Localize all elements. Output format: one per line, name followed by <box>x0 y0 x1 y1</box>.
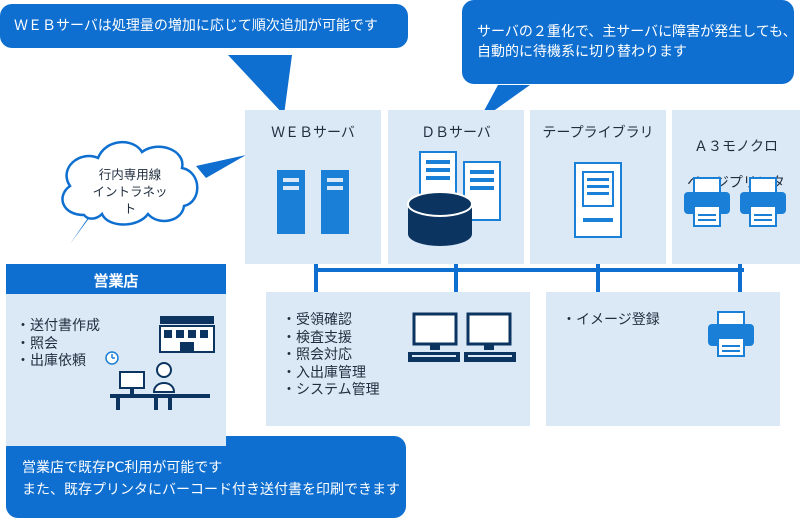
workstation-task-list: ・受領確認 ・検査支援 ・照会対応 ・入出庫管理 ・システム管理 <box>282 312 380 400</box>
workstation-pc-icon <box>408 312 516 362</box>
workstation-task-item: ・システム管理 <box>282 382 380 398</box>
db-callout-line1: サーバの２重化で、主サーバに障害が発生しても、 <box>477 24 797 40</box>
workstation-task-item: ・検査支援 <box>282 329 352 346</box>
cloud-line1: 行内専用線 <box>98 167 162 182</box>
cloud-pointer-right <box>196 155 246 178</box>
store-callout: 営業店で既存PC利用が可能です また、既存プリンタにバーコード付き送付書を印刷で… <box>6 436 406 518</box>
web-callout-tail <box>228 55 292 115</box>
intranet-cloud <box>61 140 199 226</box>
web-server-icon <box>277 170 349 234</box>
store-callout-line1: 営業店で既存PC利用が可能です <box>22 460 223 476</box>
db-server-label: ＤＢサーバ <box>421 125 491 141</box>
tape-library-panel: テープライブラリ <box>530 110 666 264</box>
branch-task-item: ・送付書作成 <box>16 318 100 334</box>
db-callout-line2: 自動的に待機系に切り替わります <box>477 44 687 60</box>
branch-task-item: ・出庫依頼 <box>16 353 86 369</box>
db-callout: サーバの２重化で、主サーバに障害が発生しても、 自動的に待機系に切り替わります <box>462 0 797 84</box>
web-callout-text: ＷＥＢサーバは処理量の増加に応じて順次追加が可能です <box>14 18 378 34</box>
store-callout-line2: また、既存プリンタにバーコード付き送付書を印刷できます <box>22 482 400 498</box>
tape-library-icon <box>574 162 622 238</box>
web-server-panel: ＷＥＢサーバ <box>245 110 381 264</box>
branch-office-icon <box>105 316 215 410</box>
web-callout: ＷＥＢサーバは処理量の増加に応じて順次追加が可能です <box>0 4 408 48</box>
db-server-icon <box>407 151 501 246</box>
cloud-line2: イントラネット <box>92 184 168 216</box>
image-registration-panel: ・イメージ登録 <box>546 292 780 426</box>
branch-title-bar: 営業店 <box>6 264 226 294</box>
workstation-task-item: ・照会対応 <box>282 347 352 363</box>
printer-panel: Ａ３モノクロ ページプリンタ <box>672 110 800 264</box>
printer-label-line1: Ａ３モノクロ <box>694 139 778 155</box>
workstation-panel: ・受領確認 ・検査支援 ・照会対応 ・入出庫管理 ・システム管理 <box>266 292 530 426</box>
db-server-panel: ＤＢサーバ <box>388 110 524 264</box>
web-server-label: ＷＥＢサーバ <box>271 125 355 141</box>
page-printer-icon <box>684 177 786 227</box>
workstation-task-item: ・受領確認 <box>282 312 352 328</box>
workstation-task-item: ・入出庫管理 <box>282 364 366 381</box>
branch-panel: ・送付書作成 ・照会 ・出庫依頼 <box>6 294 226 446</box>
tape-library-label: テープライブラリ <box>542 125 654 141</box>
branch-task-item: ・照会 <box>16 335 58 352</box>
branch-task-list: ・送付書作成 ・照会 ・出庫依頼 <box>16 318 100 371</box>
image-scanner-icon <box>708 311 754 357</box>
branch-title: 営業店 <box>93 272 139 290</box>
cloud-label: 行内専用線 イントラネット <box>88 166 172 217</box>
image-registration-label: ・イメージ登録 <box>562 312 660 328</box>
